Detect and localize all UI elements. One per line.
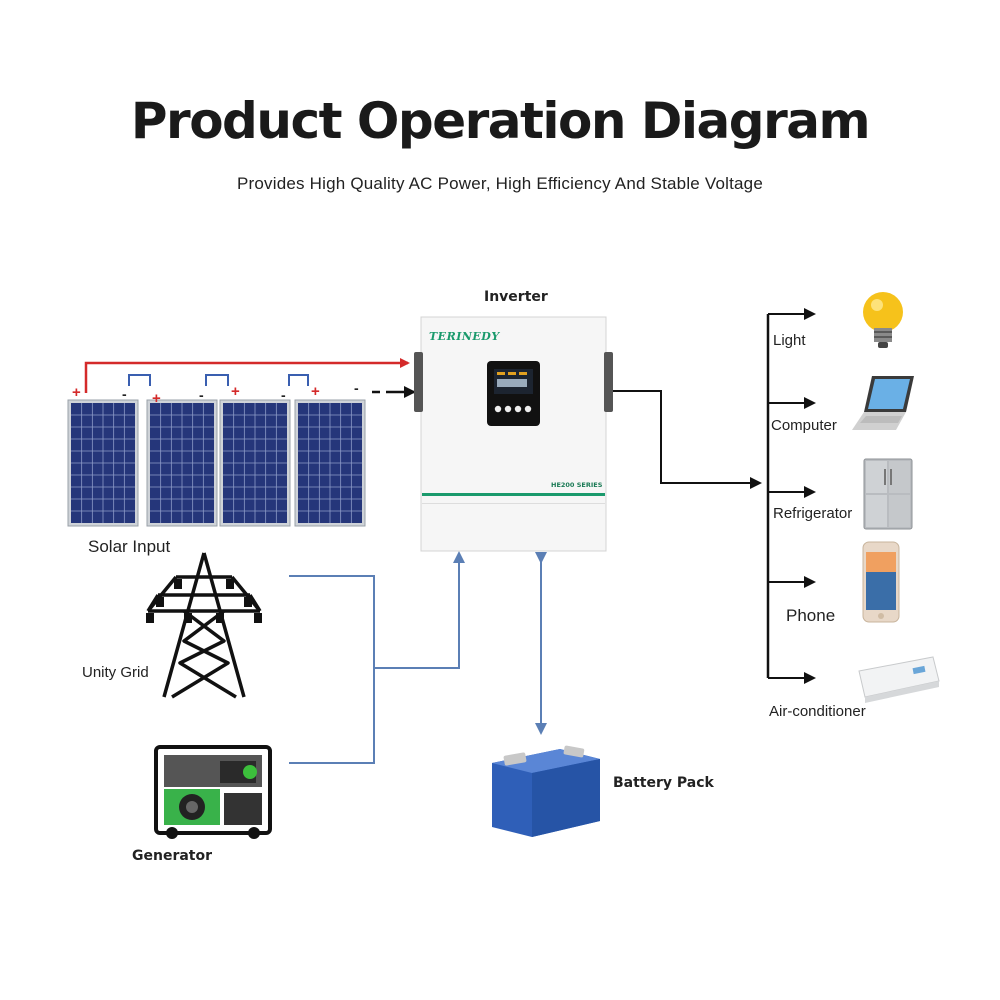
inverter-label: Inverter xyxy=(484,289,548,305)
light-label: Light xyxy=(773,332,806,349)
refrigerator-label: Refrigerator xyxy=(773,505,853,522)
inverter-unit xyxy=(414,316,613,552)
panel-link-3 xyxy=(288,374,309,386)
phone-label: Phone xyxy=(786,606,836,625)
battery-pack-icon xyxy=(492,745,600,837)
panel-4-minus: - xyxy=(354,380,359,396)
panel-1-minus: - xyxy=(122,386,127,402)
output-wire xyxy=(606,390,762,489)
panel-link-1 xyxy=(128,374,151,386)
light-bulb-icon xyxy=(863,292,903,348)
laptop-icon xyxy=(852,376,914,430)
air-conditioner-label: Air-conditioner xyxy=(769,703,866,720)
panel-3-plus: + xyxy=(231,383,240,400)
air-conditioner-icon xyxy=(858,656,940,703)
solar-panel-array xyxy=(67,399,366,527)
battery-pack-label: Battery Pack xyxy=(613,775,714,791)
solar-panel-1 xyxy=(67,399,139,527)
inverter-series: HE200 SERIES xyxy=(551,481,603,489)
phone-icon xyxy=(862,541,900,623)
grid-wire xyxy=(289,575,375,764)
panel-3-minus: - xyxy=(281,387,286,403)
panel-1-plus: + xyxy=(72,384,81,401)
generator-icon xyxy=(154,745,272,839)
page-title: Product Operation Diagram xyxy=(130,92,871,150)
unity-grid-label: Unity Grid xyxy=(82,664,149,681)
solar-panel-3 xyxy=(219,399,291,527)
solar-input-label: Solar Input xyxy=(88,537,171,556)
solar-positive-wire xyxy=(84,358,410,393)
panel-2-plus: + xyxy=(152,390,161,407)
refrigerator-icon xyxy=(863,458,913,530)
panel-4-plus: + xyxy=(311,383,320,400)
computer-label: Computer xyxy=(771,417,837,434)
panel-link-2 xyxy=(205,374,229,386)
power-tower-icon xyxy=(146,552,262,699)
solar-panel-4 xyxy=(294,399,366,527)
page-subtitle: Provides High Quality AC Power, High Eff… xyxy=(236,174,763,193)
generator-label: Generator xyxy=(132,848,213,864)
solar-panel-2 xyxy=(146,399,218,527)
inverter-brand: TERINEDY xyxy=(429,330,500,343)
ac-input-wire xyxy=(374,551,465,669)
panel-2-minus: - xyxy=(199,387,204,403)
